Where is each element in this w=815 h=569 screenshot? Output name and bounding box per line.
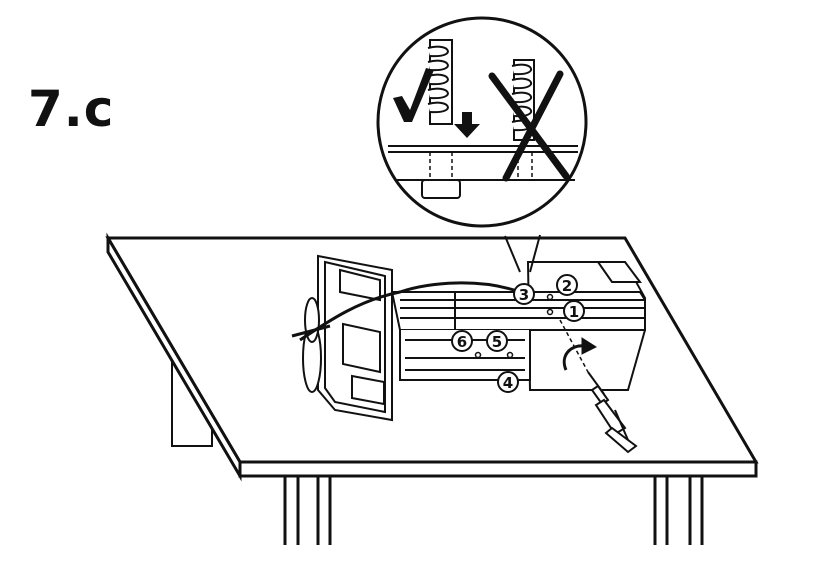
callout-5: 5 [486,330,508,352]
callout-6: 6 [451,330,473,352]
check-mark-icon [393,68,434,122]
callout-2: 2 [556,274,578,296]
rotate-arrow-icon [562,337,598,371]
callout-3: 3 [513,283,535,305]
svg-text:2: 2 [562,277,572,295]
screwdriver [587,371,638,454]
zoom-callout [376,16,588,273]
callout-1: 1 [563,300,585,322]
svg-text:3: 3 [519,286,529,304]
table-front-legs [283,476,704,545]
screw-correct [427,39,453,125]
cross-mark-icon [488,70,570,182]
down-arrow-icon [454,112,480,138]
svg-text:4: 4 [503,374,513,392]
screw-holes [474,293,554,359]
svg-text:6: 6 [457,333,467,351]
svg-text:1: 1 [569,303,579,321]
callout-4: 4 [497,371,519,393]
svg-text:5: 5 [492,333,502,351]
screw-path-line [559,319,589,373]
step-label: 7.c [28,80,115,138]
